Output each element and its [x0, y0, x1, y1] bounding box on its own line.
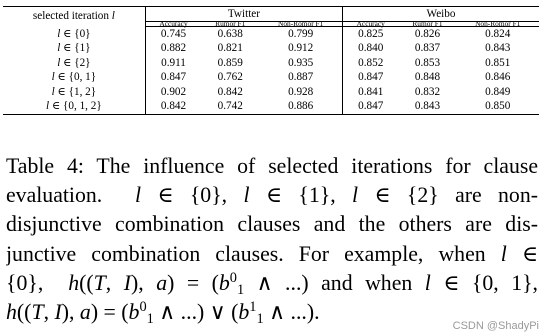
group-header-twitter: Twitter: [145, 5, 344, 23]
table-group-header-row: selected iteration l Twitter Weibo: [3, 5, 539, 27]
table-cell: 0.935: [259, 56, 344, 71]
watermark: CSDN @ShadyPi: [452, 320, 539, 332]
caption-line: disjunctive combination clauses and the …: [6, 212, 538, 237]
table-cell: 0.843: [485, 42, 511, 55]
table-row: l ∈ {1, 2} 0.902 0.842 0.928 0.841 0.832 0.849: [3, 84, 539, 100]
table-cell: 0.824: [485, 27, 511, 40]
caption-line: junctive combination clauses. For exampl…: [6, 241, 538, 266]
row-label: l ∈ {0, 1}: [3, 70, 146, 85]
table-cell: 0.853: [414, 56, 441, 69]
row-label: l ∈ {2}: [3, 56, 146, 71]
row-label: l ∈ {1, 2}: [3, 84, 146, 100]
col-header-weibo-rumor-f1: Rumor F1: [398, 20, 457, 28]
results-table: selected iteration l Twitter Weibo Accur…: [3, 5, 539, 115]
results-table-container: selected iteration l Twitter Weibo Accur…: [3, 5, 543, 115]
table-caption: Table 4: The influence of selected itera…: [6, 152, 538, 327]
table-cell: 0.846: [485, 71, 511, 84]
table-row: l ∈ {1} 0.882 0.821 0.912 0.840 0.837 0.843: [3, 41, 539, 57]
col-header-twitter-rumor-f1: Rumor F1: [201, 20, 260, 28]
table-cell: 0.847: [342, 99, 399, 115]
table-cell: 0.911: [161, 56, 186, 69]
col-header-twitter-nonrumor-f1: Non-Romor F1: [259, 20, 344, 28]
col-header-weibo-nonrumor-f1: Non-Romor F1: [456, 20, 539, 28]
table-cell: 0.762: [217, 71, 243, 84]
table-cell: 0.849: [485, 85, 511, 98]
table-cell: 0.847: [358, 71, 384, 84]
row-label: l ∈ {0}: [3, 26, 146, 42]
col-header-weibo-accuracy: Accuracy: [342, 20, 399, 28]
table-cell: 0.902: [160, 85, 187, 98]
table-cell: 0.825: [358, 27, 384, 40]
caption-line: {0}, h((T, I), a) = (b01 ∧ ...) and when…: [6, 269, 538, 298]
table-row: l ∈ {0, 1} 0.847 0.762 0.887 0.847 0.848 0.846: [3, 70, 539, 85]
caption-line: evaluation. l ∈ {0}, l ∈ {1}, l ∈ {2} ar…: [6, 183, 538, 208]
table-cell: 0.928: [259, 84, 344, 100]
table-cell: 0.886: [259, 99, 344, 115]
table-cell: 0.799: [259, 26, 344, 42]
corner-header: selected iteration l: [3, 5, 146, 27]
table-cell: 0.851: [485, 56, 511, 69]
caption-label: Table 4:: [6, 154, 84, 178]
table-cell: 0.638: [217, 27, 243, 40]
table-column-header-row: Accuracy Rumor F1 Non-Romor F1 Accuracy …: [3, 20, 539, 28]
row-label: l ∈ {0, 1, 2}: [3, 99, 146, 115]
table-cell: 0.859: [217, 56, 243, 69]
table-cell: 0.912: [259, 41, 344, 57]
group-header-weibo: Weibo: [342, 5, 539, 23]
table-cell: 0.826: [414, 27, 441, 40]
table-cell: 0.841: [358, 85, 384, 98]
table-cell: 0.843: [398, 99, 457, 115]
table-cell: 0.850: [456, 99, 539, 115]
table-cell: 0.852: [358, 56, 384, 69]
table-cell: 0.840: [358, 42, 384, 55]
table-cell: 0.842: [145, 99, 202, 115]
table-cell: 0.742: [201, 99, 260, 115]
table-cell: 0.882: [160, 42, 187, 55]
caption-line: Table 4: The influence of selected itera…: [6, 154, 538, 178]
col-header-twitter-accuracy: Accuracy: [145, 20, 202, 28]
table-cell: 0.847: [160, 71, 187, 84]
table-cell: 0.837: [414, 42, 441, 55]
table-cell: 0.842: [217, 85, 243, 98]
caption-line: h((T, I), a) = (b01 ∧ ...) ∨ (b11 ∧ ...)…: [6, 299, 320, 328]
table-cell: 0.821: [217, 42, 243, 55]
table-cell: 0.848: [414, 71, 441, 84]
table-row: l ∈ {0} 0.745 0.638 0.799 0.825 0.826 0.824: [3, 26, 539, 42]
table-cell: 0.887: [259, 70, 344, 85]
table-cell: 0.745: [160, 27, 187, 40]
row-label: l ∈ {1}: [3, 41, 146, 57]
table-cell: 0.832: [414, 85, 441, 98]
table-row: l ∈ {2} 0.911 0.859 0.935 0.852 0.853 0.851: [3, 56, 539, 71]
